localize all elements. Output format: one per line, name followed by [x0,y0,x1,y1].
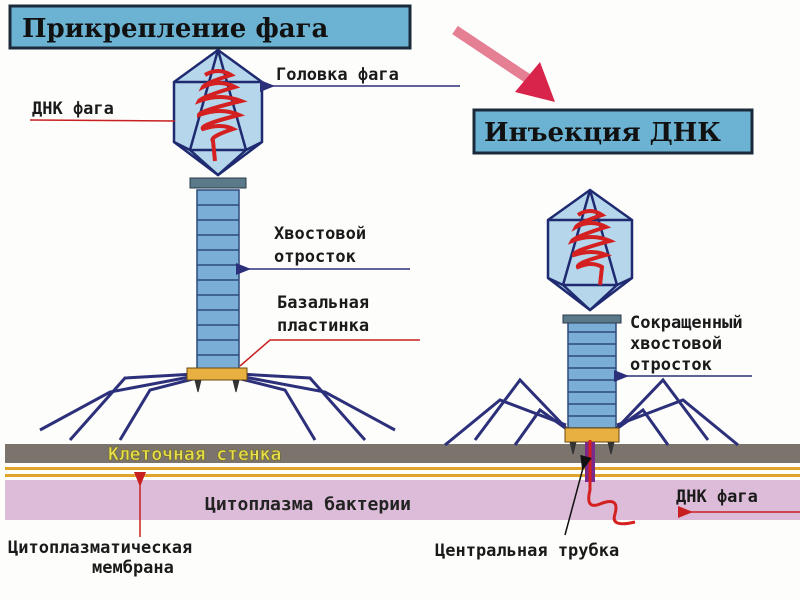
cell-wall [5,444,800,463]
phage-head [546,188,634,312]
cytoplasm-label: Цитоплазма бактерии [205,494,411,515]
label-contracted-3: отросток [630,355,712,375]
title-attachment: Прикрепление фага [8,4,412,50]
injected-dna [587,440,636,526]
label-base-1: Базальная [277,293,369,313]
label-phage-head: Головка фага [276,65,399,85]
phage-legs [444,377,739,447]
label-tail-2: отросток [274,247,356,267]
label-phage-dna-left: ДНК фага [32,99,114,119]
label-tail-1: Хвостовой [274,224,366,244]
label-phage-dna-right: ДНК фага [676,487,758,507]
title-injection: Инъекция ДНК [472,108,754,155]
label-contracted-1: Сокращенный [630,313,743,333]
cell-wall-label: Клеточная стенка [108,444,281,465]
label-base-2: пластинка [277,316,369,336]
collar [562,314,622,324]
tail-rings [197,204,239,356]
collar [189,177,247,189]
label-membrane-1: Цитоплазматическая [8,538,192,558]
contracted-tail-sheath [567,317,617,429]
cytoplasmic-membrane [5,467,800,477]
label-membrane-2: мембрана [92,558,174,578]
title-injection-text: Инъекция ДНК [484,118,721,148]
label-central-tube: Центральная трубка [435,541,619,561]
title-attachment-text: Прикрепление фага [22,14,329,44]
phage-attached [39,48,396,441]
transition-arrow-icon [452,25,555,102]
phage-legs [39,372,396,441]
phage-dna [194,69,248,162]
base-plate [564,427,620,443]
base-plate [186,367,248,381]
label-contracted-2: хвостовой [630,334,722,354]
phage-injecting [444,188,739,526]
